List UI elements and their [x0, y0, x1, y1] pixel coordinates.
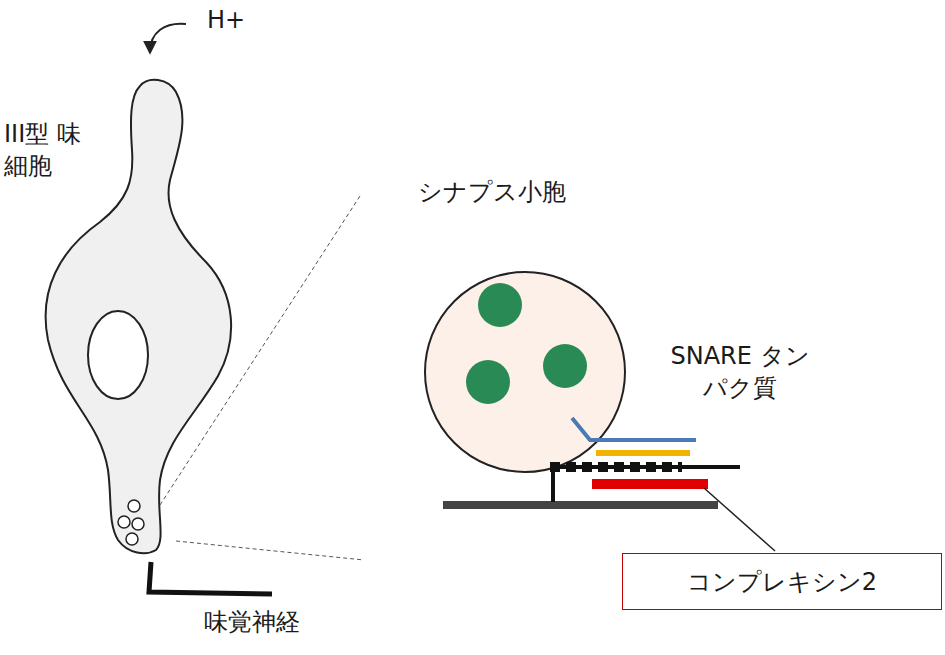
snare-anchor — [551, 467, 555, 502]
vesicle-small — [118, 516, 130, 528]
snare-snap25 — [596, 450, 690, 456]
node-text: コンプレキシン2 — [687, 566, 877, 598]
snare-synaptobrevin — [572, 418, 696, 440]
label: シナプス小胞 — [418, 176, 638, 208]
vesicle-small — [132, 518, 144, 530]
taste-cell — [46, 80, 232, 553]
nucleus — [88, 311, 148, 399]
transmitter — [543, 344, 587, 388]
vesicle-small — [128, 500, 140, 512]
transmitter — [478, 283, 522, 327]
label: SNARE タンパク質 — [660, 340, 820, 405]
membrane — [443, 501, 718, 509]
snare-syntaxin — [550, 465, 740, 469]
entry-arrow — [150, 24, 186, 52]
taste-nerve — [149, 562, 272, 594]
complexin-bar — [592, 479, 708, 489]
zoom-line — [176, 541, 364, 560]
label: III型 味細胞 — [4, 118, 96, 183]
snare-syntaxin-dots — [550, 462, 682, 472]
label: 味覚神経 — [204, 606, 344, 638]
label: H+ — [207, 4, 267, 36]
vesicle-small — [126, 533, 138, 545]
callout-box: コンプレキシン2 — [622, 553, 942, 610]
transmitter — [466, 360, 510, 404]
zoom-line — [160, 196, 360, 505]
leader-line — [704, 488, 775, 551]
